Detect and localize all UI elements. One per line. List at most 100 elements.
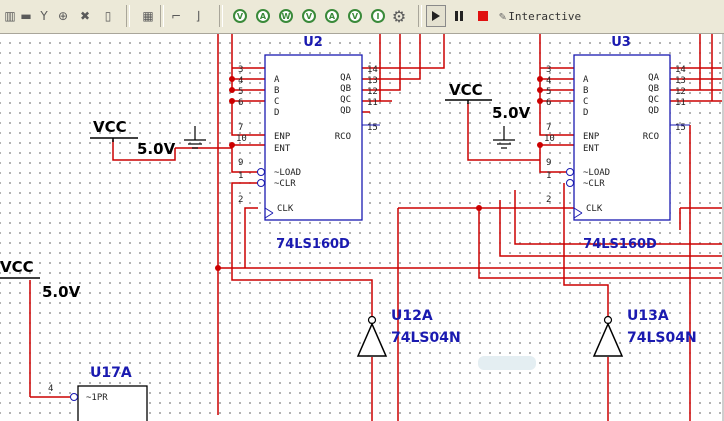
run-button[interactable] — [426, 5, 446, 27]
vcc-source-3[interactable]: VCC 5.0V — [0, 258, 81, 301]
schematic: U2 74LS160D A B C D ENP ENT ~LOAD ~CLR C… — [0, 34, 724, 421]
svg-text:A: A — [583, 75, 589, 85]
svg-text:CLK: CLK — [277, 204, 294, 214]
pause-button[interactable] — [452, 9, 466, 23]
step-wire-icon[interactable]: ⌋ — [195, 9, 201, 23]
connector-icon[interactable]: ⊕ — [57, 9, 69, 23]
vcc-source-1[interactable]: VCC 5.0V — [90, 118, 206, 158]
svg-text:4: 4 — [238, 76, 243, 86]
left-pin-labels: A B C D ENP ENT ~LOAD ~CLR CLK — [583, 75, 610, 214]
power-probe-icon[interactable]: W — [279, 9, 293, 23]
separator — [126, 5, 130, 27]
wire[interactable] — [539, 34, 574, 102]
wrench-icon: ✎ — [499, 9, 507, 23]
vcc-source-2[interactable]: VCC 5.0V — [445, 81, 531, 149]
svg-text:QA: QA — [340, 73, 351, 83]
ammeter-probe-icon[interactable]: A — [256, 9, 270, 23]
vertical-scrollbar[interactable] — [722, 34, 724, 421]
ground-icon — [184, 126, 206, 149]
svg-text:C: C — [274, 97, 279, 107]
voltmeter-probe-icon[interactable]: V — [233, 9, 247, 23]
pin-numbers: 3 4 5 6 7 10 9 1 2 14 13 12 11 15 — [544, 65, 686, 205]
wire[interactable] — [362, 100, 392, 113]
counter-chip-u2[interactable]: U2 74LS160D A B C D ENP ENT ~LOAD ~CLR C… — [236, 35, 378, 252]
wire[interactable] — [217, 34, 724, 415]
reference-probe-icon[interactable]: V — [348, 9, 362, 23]
wire[interactable] — [112, 140, 176, 161]
svg-text:11: 11 — [367, 98, 378, 108]
wire[interactable] — [699, 34, 713, 101]
right-pin-labels: QA QB QC QD RCO — [643, 73, 660, 142]
wire[interactable] — [514, 190, 724, 245]
flipflop-u17a[interactable]: U17A ~1PR 4 — [48, 365, 148, 421]
svg-text:4: 4 — [546, 76, 551, 86]
flipflop-ref: U17A — [90, 365, 132, 381]
toolbar: ▥ ▬ Y ⊕ ✖ ▯ ▦ ⌐ ⌋ V A W V A V I ⚙ ✎ Inte… — [0, 0, 724, 34]
svg-text:11: 11 — [675, 98, 686, 108]
inverter-u13a[interactable]: U13A 74LS04N — [592, 308, 697, 357]
indicator-bin-icon[interactable]: ▬ — [20, 9, 32, 23]
inverter-ref: U13A — [627, 308, 669, 324]
wire[interactable] — [231, 34, 265, 102]
svg-text:ENP: ENP — [583, 132, 600, 142]
wire[interactable] — [244, 207, 258, 268]
stop-button[interactable] — [476, 9, 490, 23]
svg-text:D: D — [274, 108, 279, 118]
wire[interactable] — [670, 67, 724, 102]
svg-text:12: 12 — [367, 87, 378, 97]
pin-label: ~1PR — [86, 393, 108, 403]
svg-text:~LOAD: ~LOAD — [583, 168, 610, 178]
counter-chip-u3[interactable]: U3 74LS160D A B C D ENP ENT ~LOAD ~CLR C… — [544, 35, 686, 252]
chip-type: 74LS160D — [583, 237, 657, 252]
bus-icon[interactable]: ⌐ — [170, 9, 182, 23]
chip-ref: U2 — [303, 35, 323, 50]
misc-bin-icon[interactable]: ✖ — [79, 9, 91, 23]
wire[interactable] — [29, 280, 70, 398]
wires — [29, 34, 724, 421]
wire[interactable] — [539, 144, 574, 173]
inverter-ref: U12A — [391, 308, 433, 324]
svg-text:9: 9 — [546, 158, 551, 168]
wire[interactable] — [231, 145, 258, 173]
schematic-canvas[interactable]: U2 74LS160D A B C D ENP ENT ~LOAD ~CLR C… — [0, 34, 724, 421]
pin-number: 4 — [48, 384, 53, 394]
simulation-mode-selector[interactable]: ✎ Interactive — [499, 6, 627, 26]
svg-text:13: 13 — [367, 76, 378, 86]
svg-text:QB: QB — [340, 84, 351, 94]
svg-text:QB: QB — [648, 84, 659, 94]
wire[interactable] — [679, 125, 724, 421]
svg-text:10: 10 — [236, 134, 247, 144]
svg-text:6: 6 — [546, 98, 551, 108]
current-probe-icon[interactable]: A — [325, 9, 339, 23]
inverter-type: 74LS04N — [627, 330, 697, 346]
blurred-region — [478, 356, 536, 370]
antenna-icon[interactable]: Y — [40, 9, 48, 23]
wire[interactable] — [231, 101, 265, 136]
wire[interactable] — [499, 200, 724, 257]
gate-bin-icon[interactable]: ▯ — [104, 9, 112, 23]
wire[interactable] — [478, 208, 724, 279]
svg-text:~LOAD: ~LOAD — [274, 168, 301, 178]
svg-text:1: 1 — [238, 171, 243, 181]
memory-icon[interactable]: ▦ — [142, 9, 154, 23]
voltage-value: 5.0V — [137, 140, 176, 158]
component-bin-icon[interactable]: ▥ — [4, 9, 16, 23]
gear-icon[interactable]: ⚙ — [391, 6, 407, 26]
stop-icon — [478, 11, 488, 21]
svg-text:C: C — [583, 97, 588, 107]
ground-icon — [493, 126, 515, 149]
right-pin-labels: QA QB QC QD RCO — [335, 73, 352, 142]
wire[interactable] — [467, 103, 540, 161]
svg-text:7: 7 — [238, 123, 243, 133]
inverter-type: 74LS04N — [391, 330, 461, 346]
svg-text:D: D — [583, 108, 588, 118]
svg-text:QD: QD — [340, 106, 351, 116]
digital-probe-icon[interactable]: I — [371, 9, 385, 23]
differential-voltage-probe-icon[interactable]: V — [302, 9, 316, 23]
inverter-u12a[interactable]: U12A 74LS04N — [356, 308, 461, 357]
wire[interactable] — [231, 182, 373, 318]
wire[interactable] — [362, 34, 445, 102]
wire[interactable] — [563, 183, 609, 318]
wire[interactable] — [539, 101, 574, 136]
svg-text:7: 7 — [546, 123, 551, 133]
